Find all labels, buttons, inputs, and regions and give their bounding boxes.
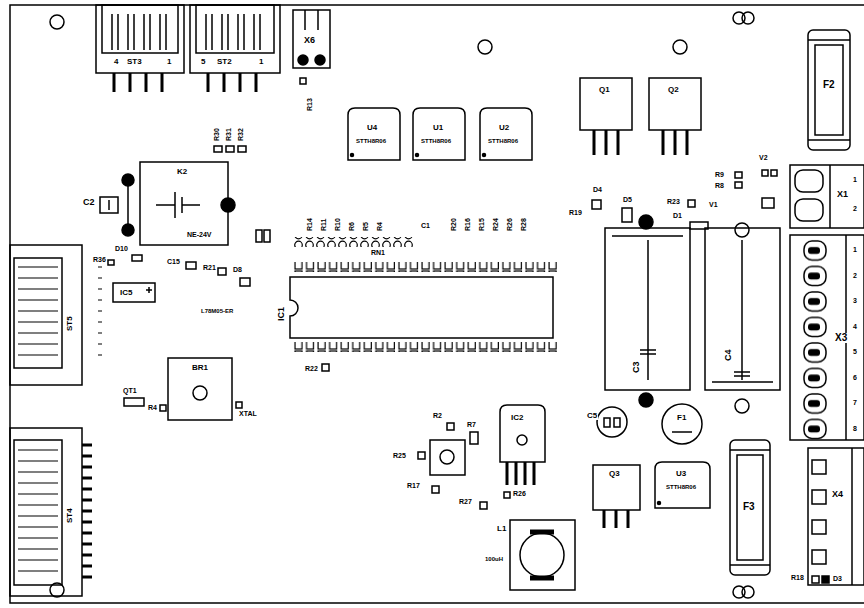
part-label: Q1 [598, 86, 611, 94]
part-label: BR1 [191, 364, 209, 372]
part-label: V1 [708, 201, 719, 208]
part-label: R26 [512, 490, 527, 497]
part-label: STTH8R06 [665, 484, 697, 490]
part-label: D4 [592, 186, 603, 193]
part-label: C15 [166, 258, 181, 265]
part-label: 2 [852, 272, 858, 279]
part-label: R9 [714, 171, 725, 178]
part-label: ST4 [66, 507, 74, 524]
part-label: R17 [406, 482, 421, 489]
part-label: 100uH [484, 556, 504, 562]
part-label: C5 [586, 412, 598, 420]
part-label: C1 [420, 222, 431, 229]
part-label: R20 [450, 217, 457, 232]
part-label: U1 [432, 124, 444, 132]
part-label: R27 [458, 498, 473, 505]
part-label: 5 [200, 58, 206, 66]
part-label: IC5 [119, 289, 133, 297]
part-label: F2 [822, 80, 836, 90]
part-label: 1 [852, 246, 858, 253]
part-label: C3 [632, 360, 641, 374]
part-label: R8 [714, 182, 725, 189]
part-label: R7 [466, 421, 477, 428]
part-label: 4 [852, 323, 858, 330]
part-label: V2 [758, 154, 769, 161]
part-label: ST2 [216, 58, 233, 66]
part-label: U4 [366, 124, 378, 132]
part-label: R23 [666, 198, 681, 205]
part-label: ST5 [66, 315, 74, 332]
part-label: F3 [742, 502, 756, 512]
part-label: 2 [852, 205, 858, 212]
part-label: RN1 [370, 249, 386, 256]
part-label: L1 [496, 525, 507, 533]
part-label: R36 [92, 256, 107, 263]
part-label: 3 [852, 297, 858, 304]
part-label: R5 [362, 221, 369, 232]
part-label: C2 [82, 198, 96, 207]
part-label: D10 [114, 245, 129, 252]
part-label: Q2 [667, 86, 680, 94]
part-label: D8 [232, 266, 243, 273]
part-label: IC2 [510, 414, 524, 422]
part-label: L78M05-ER [200, 308, 234, 314]
part-label: R4 [147, 404, 158, 411]
part-label: R6 [348, 221, 355, 232]
part-label: R11 [320, 218, 327, 232]
part-label: Q3 [608, 470, 621, 478]
part-label: R25 [392, 452, 407, 459]
part-label: X1 [836, 190, 849, 199]
part-label: D1 [672, 212, 683, 219]
part-label: STTH8R06 [355, 138, 387, 144]
part-label: STTH8R06 [487, 138, 519, 144]
part-label: C4 [724, 348, 733, 362]
part-label: R4 [376, 221, 383, 232]
part-label: R10 [334, 217, 341, 232]
part-label: R32 [237, 127, 244, 142]
part-label: R26 [506, 217, 513, 232]
part-label: STTH8R06 [420, 138, 452, 144]
part-label: R19 [568, 209, 583, 216]
part-label: D3 [832, 575, 843, 582]
part-label: X6 [303, 36, 316, 45]
part-label: 1 [166, 58, 172, 66]
part-label: NE-24V [186, 231, 213, 238]
part-label: 8 [852, 425, 858, 432]
part-label: R21 [202, 264, 217, 271]
part-label: R14 [306, 217, 313, 232]
part-label: X3 [834, 333, 848, 343]
part-label: 4 [113, 58, 119, 66]
part-label: R2 [432, 412, 443, 419]
part-label: U3 [675, 470, 687, 478]
part-label: X4 [831, 490, 844, 499]
part-label: R31 [225, 127, 232, 142]
part-label: XTAL [238, 410, 258, 417]
part-label: U2 [498, 124, 510, 132]
part-label: R15 [478, 217, 485, 232]
part-label: K2 [176, 168, 188, 176]
part-label: R30 [213, 127, 220, 142]
part-label: R18 [790, 574, 805, 581]
part-label: D5 [622, 196, 633, 203]
part-label: 1 [258, 58, 264, 66]
part-label: R24 [492, 217, 499, 232]
part-label: QT1 [122, 387, 138, 394]
part-label: R22 [304, 365, 319, 372]
part-label: 6 [852, 374, 858, 381]
part-label: F1 [676, 414, 687, 422]
part-label: R28 [520, 217, 527, 232]
part-label: IC1 [277, 306, 286, 322]
part-label: ST3 [126, 58, 143, 66]
part-label: R13 [306, 97, 313, 112]
part-label: 1 [852, 176, 858, 183]
part-label: 5 [852, 348, 858, 355]
part-label: R16 [464, 217, 471, 232]
part-label: 7 [852, 399, 858, 406]
